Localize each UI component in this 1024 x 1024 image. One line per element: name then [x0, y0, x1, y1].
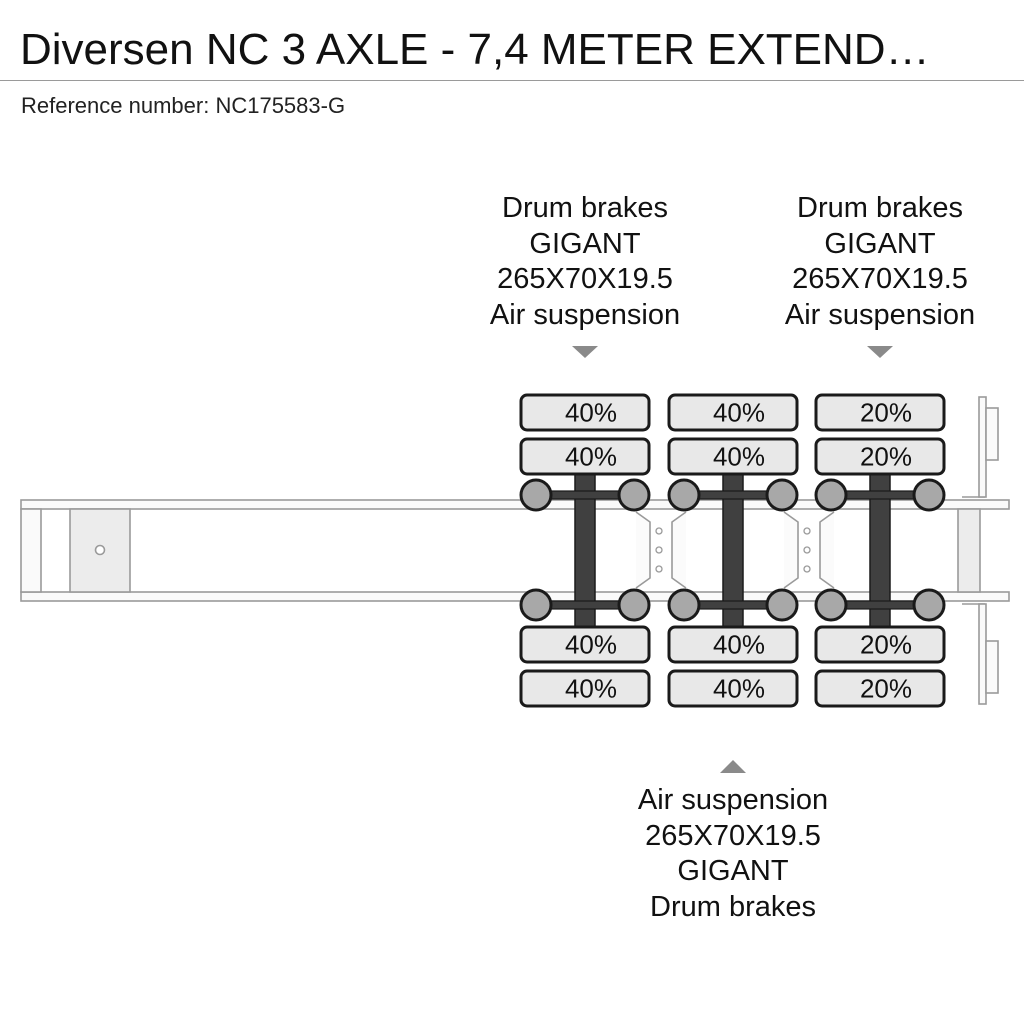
callout-line: GIGANT	[677, 855, 789, 887]
axle-2-callout: Air suspension 265X70X19.5 GIGANT Drum b…	[618, 783, 848, 925]
callout-line: Drum brakes	[797, 192, 963, 224]
tire	[667, 437, 799, 476]
frame-rail-bottom	[20, 591, 1010, 602]
tire	[519, 393, 651, 432]
frame-hole	[803, 565, 811, 573]
trailer-frame	[20, 396, 1010, 705]
rear-bumper-upper	[978, 396, 987, 498]
tire-load-label: 40%	[565, 442, 617, 472]
wheel-hub	[519, 478, 553, 512]
callout-line: 265X70X19.5	[645, 819, 821, 852]
callout-line: Drum brakes	[650, 890, 816, 923]
cross-member-2	[783, 511, 835, 589]
callout-line: 265X70X19.5	[497, 263, 673, 295]
tire-load-label: 40%	[713, 630, 765, 660]
axle-3: 20% 20% 20% 20%	[814, 393, 946, 708]
frame-front-cap	[20, 508, 42, 593]
kingpin-icon	[94, 544, 106, 556]
tire	[667, 393, 799, 432]
axle-3-callout: Drum brakes GIGANT 265X70X19.5 Air suspe…	[765, 191, 995, 333]
frame-hole	[655, 546, 663, 554]
reference-number: Reference number: NC175583-G	[21, 92, 345, 120]
frame-hole	[803, 527, 811, 535]
callout-line: Air suspension	[637, 784, 829, 816]
frame-hole	[655, 527, 663, 535]
tire-load-label: 40%	[565, 674, 617, 704]
tire	[814, 437, 946, 476]
title-divider	[0, 80, 1024, 81]
callout-line: Drum brakes	[502, 192, 668, 224]
tire-load-label: 40%	[713, 442, 765, 472]
callout-arrows	[572, 346, 893, 773]
tire	[814, 669, 946, 708]
wheel-hub	[765, 588, 799, 622]
tire	[519, 625, 651, 664]
callout-line: Air suspension	[489, 298, 681, 331]
callout-line: GIGANT	[529, 227, 641, 260]
page-title: Diversen NC 3 AXLE - 7,4 METER EXTEND…	[20, 25, 930, 74]
arrow-up-icon	[720, 760, 746, 773]
rear-light-lower	[985, 640, 999, 694]
tire-load-label: 20%	[860, 630, 912, 660]
cross-member-1	[635, 511, 687, 589]
tire-load-label: 40%	[565, 398, 617, 428]
callout-line: GIGANT	[824, 227, 936, 260]
tire	[519, 437, 651, 476]
wheel-hub	[667, 588, 701, 622]
axles-layer: 40% 40% 40% 40% 40% 40% 40% 40% 20% 20% 20% 20%	[519, 393, 946, 708]
arrow-down-icon	[572, 346, 598, 358]
wheel-hub	[912, 478, 946, 512]
tire	[814, 625, 946, 664]
frame-hole	[803, 546, 811, 554]
axle-1-callout: Drum brakes GIGANT 265X70X19.5 Air suspe…	[470, 191, 700, 333]
frame-rail-top	[20, 499, 1010, 510]
wheel-hub	[814, 588, 848, 622]
reference-label: Reference number:	[21, 93, 210, 118]
reference-value: NC175583-G	[215, 93, 346, 118]
tire-load-label: 20%	[860, 674, 912, 704]
frame-rear-block	[957, 508, 981, 593]
callout-line: Air suspension	[784, 298, 976, 331]
tire-load-label: 40%	[565, 630, 617, 660]
axle-2: 40% 40% 40% 40%	[667, 393, 799, 708]
tire-load-label: 40%	[713, 674, 765, 704]
tire	[519, 669, 651, 708]
tire	[667, 669, 799, 708]
tire-load-label: 20%	[860, 398, 912, 428]
wheel-hub	[519, 588, 553, 622]
wheel-hub	[765, 478, 799, 512]
arrow-down-icon	[867, 346, 893, 358]
tire-load-label: 20%	[860, 442, 912, 472]
wheel-hub	[617, 588, 651, 622]
tire-load-label: 40%	[713, 398, 765, 428]
axle-1: 40% 40% 40% 40%	[519, 393, 651, 708]
rear-light-upper	[985, 407, 999, 461]
tire	[814, 393, 946, 432]
wheel-hub	[667, 478, 701, 512]
wheel-hub	[814, 478, 848, 512]
wheel-hub	[617, 478, 651, 512]
callout-line: 265X70X19.5	[792, 263, 968, 295]
tire	[667, 625, 799, 664]
rear-bumper-lower	[978, 603, 987, 705]
frame-hole	[655, 565, 663, 573]
wheel-hub	[912, 588, 946, 622]
frame-holes	[655, 527, 811, 573]
cross-members	[635, 511, 835, 589]
